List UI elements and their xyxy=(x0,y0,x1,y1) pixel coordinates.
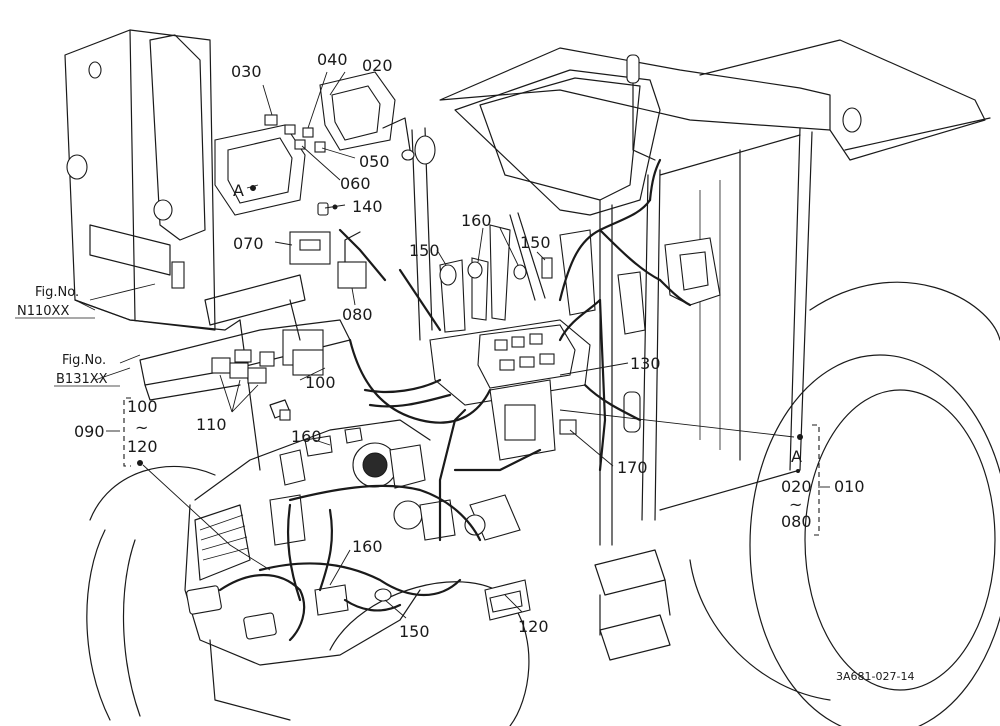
label-tilde-right: ~ xyxy=(789,495,802,514)
label-070: 070 xyxy=(233,234,264,253)
label-040: 040 xyxy=(317,50,348,69)
label-010: 010 xyxy=(834,477,865,496)
label-080: 080 xyxy=(342,305,373,324)
label-140: 140 xyxy=(352,197,383,216)
label-160-low: 160 xyxy=(352,537,383,556)
label-080-bracket: 080 xyxy=(781,512,812,531)
label-100-right: 100 xyxy=(305,373,336,392)
label-110: 110 xyxy=(196,415,227,434)
label-120-bracket: 120 xyxy=(127,437,158,456)
label-090: 090 xyxy=(74,422,105,441)
engine-components xyxy=(269,257,577,621)
part-labels: 030 040 020 050 060 140 070 080 160 150 … xyxy=(74,50,865,641)
label-170: 170 xyxy=(617,458,648,477)
left-middle-parts xyxy=(211,299,324,421)
label-030: 030 xyxy=(231,62,262,81)
bracket-left-090 xyxy=(123,397,131,467)
dashboard-console xyxy=(429,212,721,461)
label-160-top: 160 xyxy=(461,211,492,230)
label-060: 060 xyxy=(340,174,371,193)
ref-dot-140 xyxy=(332,204,338,210)
upper-left-parts xyxy=(214,71,415,289)
wiring-harnesses xyxy=(218,158,692,642)
figure-references: Fig.No. N110XX Fig.No. B131XX xyxy=(15,285,120,387)
label-a-right: A xyxy=(791,447,802,466)
label-tilde-left: ~ xyxy=(135,418,148,437)
label-050: 050 xyxy=(359,152,390,171)
label-160-mid: 160 xyxy=(291,427,322,446)
fig-no-value-2: B131XX xyxy=(56,372,108,387)
leader-lines xyxy=(74,71,830,619)
drawing-code: 3A681-027-14 xyxy=(836,670,914,683)
label-150-top: 150 xyxy=(409,241,440,260)
label-100-bracket: 100 xyxy=(127,397,158,416)
fig-no-label-2: Fig.No. xyxy=(62,353,106,368)
engine-hood xyxy=(184,419,671,721)
fig-no-label-1: Fig.No. xyxy=(35,285,79,300)
label-020-bracket: 020 xyxy=(781,477,812,496)
ref-dot-a-right-below xyxy=(796,469,800,473)
ref-dot-a-top xyxy=(250,185,256,191)
fig-no-value-1: N110XX xyxy=(17,304,69,319)
label-130: 130 xyxy=(630,354,661,373)
label-150-mid: 150 xyxy=(520,233,551,252)
bracket-right-010 xyxy=(812,424,820,536)
tractor-outline xyxy=(411,39,991,546)
label-a-top: A xyxy=(233,181,244,200)
label-150-bottom: 150 xyxy=(399,622,430,641)
label-120-bottom: 120 xyxy=(518,617,549,636)
left-cab-panel xyxy=(64,29,241,331)
ref-dot-bracket-left xyxy=(137,460,143,466)
ref-dot-a-right xyxy=(797,434,803,440)
label-020: 020 xyxy=(362,56,393,75)
